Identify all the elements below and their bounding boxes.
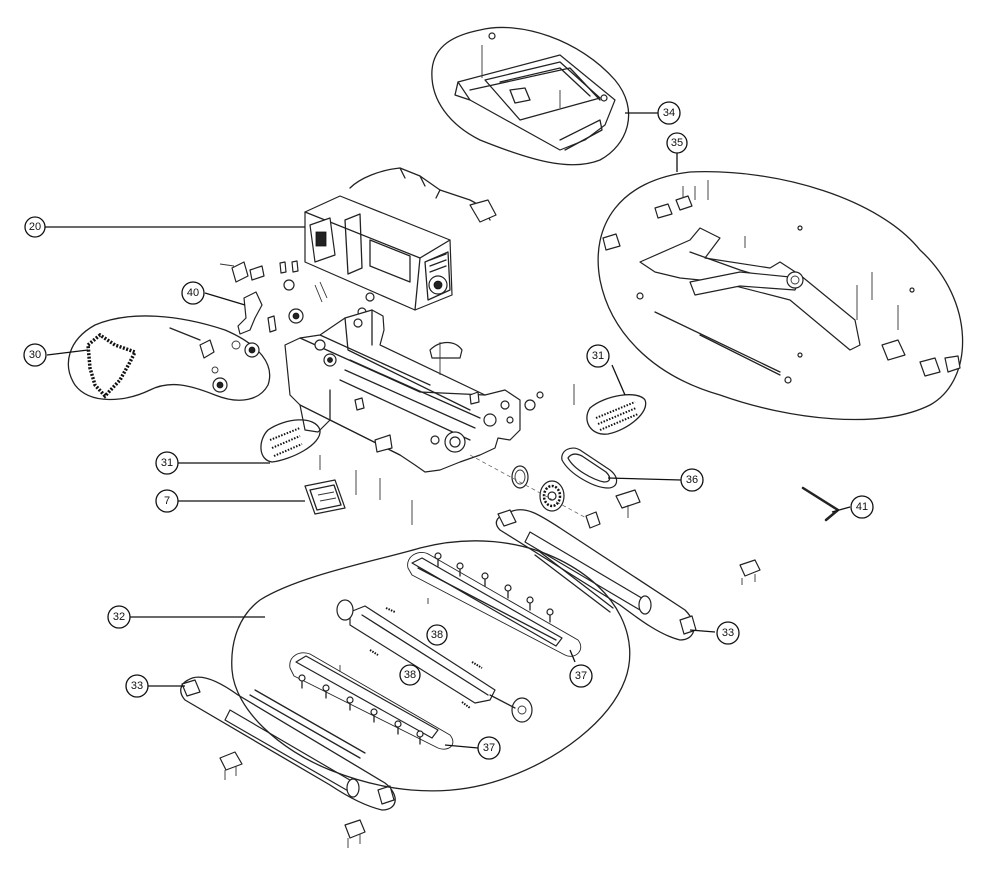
callout-20: 20: [24, 216, 46, 238]
main-frame-base: [284, 309, 575, 473]
part-32-cutterhead-group: [231, 540, 631, 792]
part-7-label-plate: [304, 470, 413, 525]
part-40-bracket-group: [219, 260, 375, 335]
svg-text:34: 34: [663, 107, 675, 119]
svg-text:40: 40: [187, 287, 199, 299]
callout-31-right: 31: [586, 344, 610, 368]
callout-36: 36: [680, 468, 704, 492]
svg-text:37: 37: [483, 742, 495, 754]
callout-31-left: 31: [155, 451, 179, 475]
callout-37-upper: 37: [569, 664, 593, 688]
svg-text:31: 31: [161, 457, 173, 469]
callout-32: 32: [107, 605, 131, 629]
chain-belt: [86, 332, 138, 399]
svg-text:31: 31: [592, 350, 604, 362]
leader-lines: [45, 112, 851, 749]
svg-text:33: 33: [131, 680, 143, 692]
callout-37-lower: 37: [477, 736, 501, 760]
small-bracket-parts: [219, 559, 761, 848]
part-41-hex-wrench: [801, 486, 840, 522]
svg-text:41: 41: [856, 501, 868, 513]
callout-35: 35: [666, 132, 688, 154]
svg-text:35: 35: [671, 137, 683, 149]
part-30-chain-group: [67, 315, 271, 401]
callout-34: 34: [657, 101, 681, 125]
svg-text:38: 38: [431, 629, 443, 641]
part-35-depth-adjust-group: [597, 171, 964, 421]
svg-text:38: 38: [404, 669, 416, 681]
callout-7: 7: [155, 489, 179, 513]
svg-text:30: 30: [29, 349, 41, 361]
callout-33-right: 33: [716, 621, 740, 645]
callout-38-upper: 38: [426, 624, 448, 646]
callout-30: 30: [23, 343, 47, 367]
part-33-roller-right: [495, 509, 697, 641]
callout-33-left: 33: [125, 674, 149, 698]
part-33-roller-left: [180, 676, 396, 811]
svg-text:33: 33: [722, 627, 734, 639]
svg-text:20: 20: [29, 221, 41, 233]
part-20-motor: [304, 167, 497, 311]
part-31-spring-right: [586, 394, 647, 435]
part-36-belt-pulley: [469, 447, 641, 529]
callout-41: 41: [850, 495, 874, 519]
part-31-spring-left: [260, 419, 321, 470]
callout-40: 40: [181, 281, 205, 305]
svg-text:32: 32: [113, 611, 125, 623]
svg-text:7: 7: [164, 495, 170, 507]
part-34-top-cover-group: [431, 26, 630, 166]
svg-text:37: 37: [575, 670, 587, 682]
svg-text:36: 36: [686, 474, 698, 486]
callout-38-lower: 38: [399, 664, 421, 686]
